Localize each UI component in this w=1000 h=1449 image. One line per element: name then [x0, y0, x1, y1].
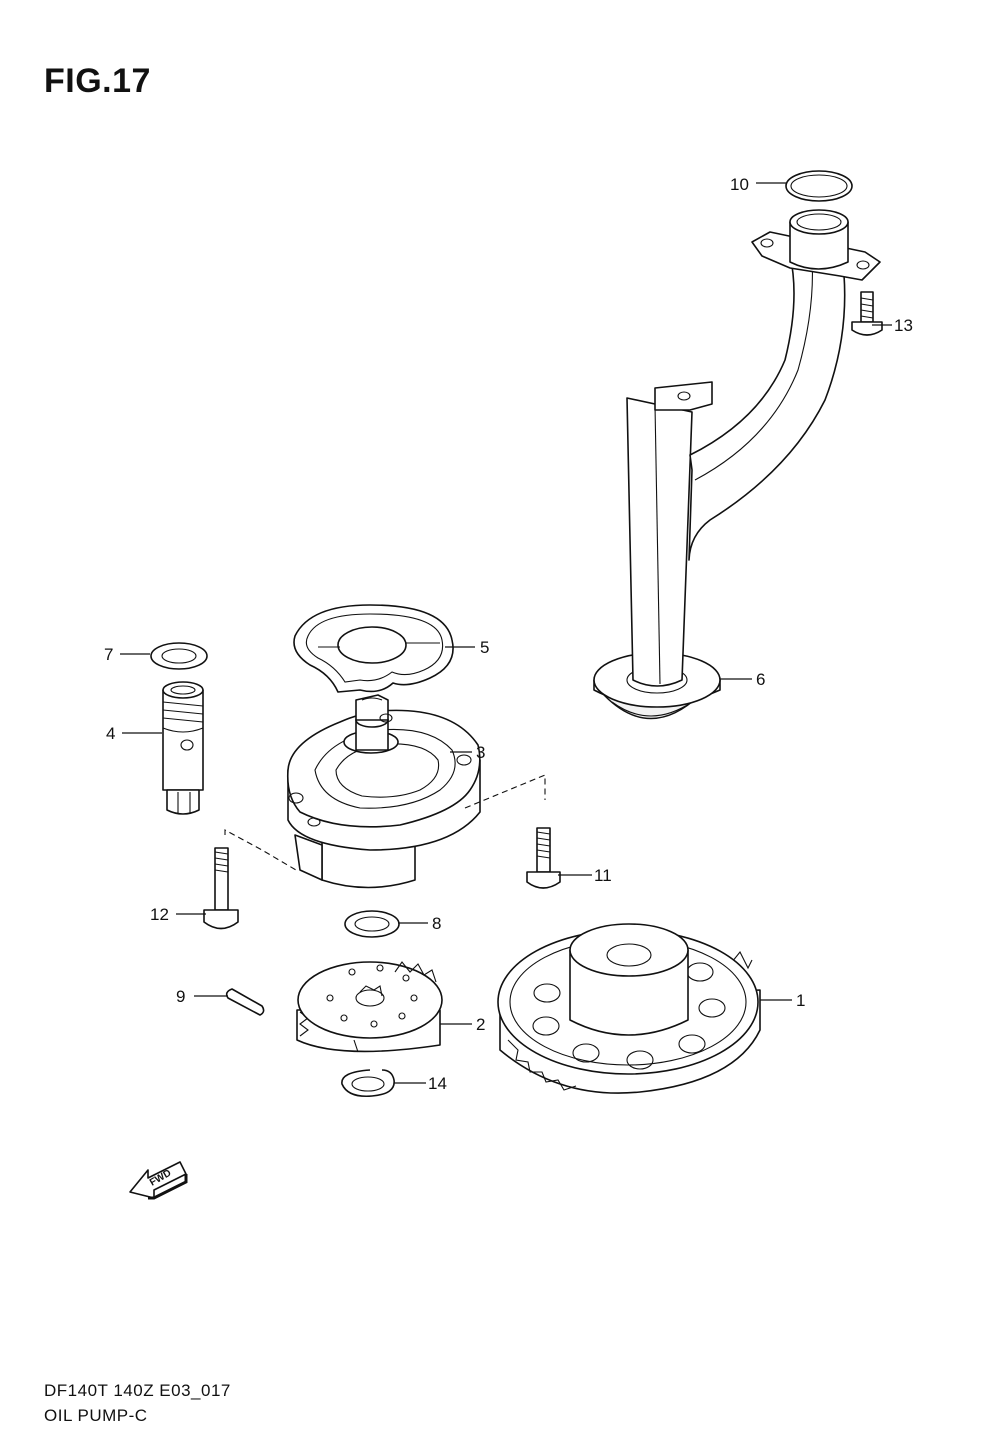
figure-title: FIG.17	[44, 62, 151, 100]
part-8-washer	[344, 910, 400, 938]
svg-text:2: 2	[476, 1015, 485, 1034]
part-2-gear	[296, 961, 443, 1053]
part-12-bolt	[203, 847, 239, 930]
callout-2: 2	[440, 1015, 485, 1034]
part-6-oil-strainer	[593, 209, 881, 720]
part-14-circlip	[341, 1069, 395, 1098]
part-10-o-ring	[785, 170, 853, 202]
svg-text:7: 7	[104, 645, 113, 664]
svg-text:12: 12	[150, 905, 169, 924]
part-11-bolt	[526, 827, 561, 889]
svg-text:11: 11	[594, 866, 612, 885]
fwd-arrow-icon: FWD	[129, 1161, 188, 1200]
figure-code: DF140T 140Z E03_017	[44, 1381, 231, 1400]
callout-1: 1	[760, 991, 805, 1010]
callout-5: 5	[445, 638, 489, 657]
callout-9: 9	[176, 987, 228, 1006]
callout-10: 10	[730, 175, 786, 194]
part-1-drive-gear	[497, 923, 761, 1094]
svg-text:5: 5	[480, 638, 489, 657]
part-7-washer	[150, 642, 208, 670]
part-5-gasket	[293, 604, 454, 693]
callout-4: 4	[106, 724, 162, 743]
callout-14: 14	[394, 1074, 447, 1093]
callout-3: 3	[450, 743, 485, 762]
callout-13: 13	[872, 316, 913, 335]
svg-text:1: 1	[796, 991, 805, 1010]
callout-11: 11	[558, 866, 612, 885]
figure-name: OIL PUMP-C	[44, 1406, 148, 1425]
part-3-pump-body	[286, 694, 481, 889]
part-4-plug	[162, 681, 204, 815]
svg-text:4: 4	[106, 724, 115, 743]
svg-text:9: 9	[176, 987, 185, 1006]
svg-text:10: 10	[730, 175, 749, 194]
callout-12: 12	[150, 905, 206, 924]
callout-6: 6	[720, 670, 765, 689]
part-9-pin	[225, 988, 265, 1016]
svg-text:14: 14	[428, 1074, 447, 1093]
svg-text:6: 6	[756, 670, 765, 689]
callout-7: 7	[104, 645, 150, 664]
svg-text:8: 8	[432, 914, 441, 933]
bolt-alignment-lines	[224, 774, 546, 871]
svg-text:3: 3	[476, 743, 485, 762]
callout-8: 8	[398, 914, 441, 933]
svg-text:13: 13	[894, 316, 913, 335]
part-13-bolt	[851, 291, 883, 336]
